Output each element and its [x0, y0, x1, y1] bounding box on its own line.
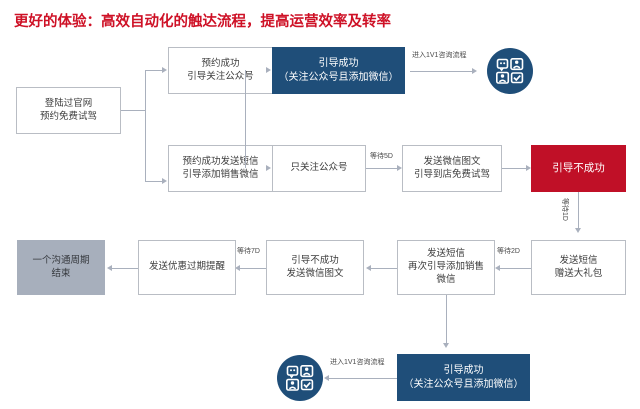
consultation-icon-bottom-circle[interactable] [277, 355, 323, 401]
node-sms-again-text: 发送短信 再次引导添加销售 微信 [405, 248, 487, 286]
connector-expire-left [112, 268, 138, 269]
edge-label-wait-1d: 等待1D [561, 198, 568, 221]
node-expire-remind-text: 发送优惠过期提醒 [146, 261, 228, 274]
consultation-icon-top-circle[interactable] [487, 48, 533, 94]
node-sms-again-line3: 微信 [436, 273, 456, 285]
connector-smsagain-down [446, 295, 447, 343]
connector-consult-bottom [329, 378, 397, 379]
node-cycle-end-line2: 结束 [51, 267, 71, 279]
node-send-article[interactable]: 发送微信图文 引导到店免费试驾 [402, 145, 502, 192]
node-start[interactable]: 登陆过官网 预约免费试驾 [16, 87, 121, 134]
node-sms-again-line1: 发送短信 [426, 248, 465, 260]
edge-label-wait-2d: 等待2D [497, 248, 520, 255]
node-book-sms[interactable]: 预约成功发送短信 引导添加销售微信 [168, 145, 273, 192]
edge-label-consult-top: 进入1V1咨询流程 [412, 52, 467, 59]
node-success-top-line2: （关注公众号且添加微信） [278, 71, 399, 83]
connector-consult-top [410, 71, 472, 72]
arrow-to-only-follow [266, 164, 271, 171]
node-expire-remind-line1: 发送优惠过期提醒 [148, 261, 225, 273]
connector-start-trunk [145, 70, 146, 181]
node-book-follow-text: 预约成功 引导关注公众号 [184, 58, 257, 84]
node-success-top-line1: 引导成功 [318, 58, 359, 69]
connector-smsagain-left [371, 268, 397, 269]
connector-sendarticle-out [502, 168, 526, 169]
node-book-follow-line2: 引导关注公众号 [187, 70, 254, 82]
connector-sendgift-left [500, 268, 531, 269]
consultation-icon [286, 365, 314, 391]
node-send-article-line1: 发送微信图文 [423, 155, 481, 167]
connector-failarticle-left [240, 268, 266, 269]
node-send-gift-line1: 发送短信 [559, 254, 598, 266]
node-fail-top-text: 引导不成功 [549, 161, 608, 175]
edge-label-wait-5d: 等待5D [370, 153, 393, 160]
arrow-consult-top [472, 67, 477, 74]
node-send-gift-text: 发送短信 赠送大礼包 [552, 255, 606, 281]
node-success-bottom-line1: 引导成功 [443, 365, 484, 376]
node-send-article-line2: 引导到店免费试驾 [413, 168, 490, 180]
arrow-consult-bottom [324, 374, 329, 381]
node-fail-article[interactable]: 引导不成功 发送微信图文 [266, 240, 364, 295]
node-book-sms-text: 预约成功发送短信 引导添加销售微信 [179, 156, 261, 182]
node-fail-top-line1: 引导不成功 [552, 162, 605, 175]
node-only-follow-line1: 只关注公众号 [290, 162, 348, 174]
connector-start-to-top [145, 70, 162, 71]
arrow-start-to-top [162, 66, 167, 73]
arrow-smsagain-down [442, 343, 449, 348]
node-expire-remind[interactable]: 发送优惠过期提醒 [138, 240, 236, 295]
connector-failtop-down [578, 192, 579, 228]
node-send-article-text: 发送微信图文 引导到店免费试驾 [411, 156, 493, 182]
node-start-line2: 预约免费试驾 [39, 110, 97, 122]
arrow-onlyfollow-out [397, 164, 402, 171]
page-title: 更好的体验：高效自动化的触达流程，提高运营效率及转率 [14, 14, 391, 30]
arrow-failtop-down [574, 228, 581, 233]
connector-merge-trunk [245, 70, 246, 168]
node-only-follow-text: 只关注公众号 [287, 162, 350, 175]
node-success-top[interactable]: 引导成功 （关注公众号且添加微信） [272, 47, 405, 94]
edge-label-consult-bottom: 进入1V1咨询流程 [330, 359, 385, 366]
node-success-bottom[interactable]: 引导成功 （关注公众号且添加微信） [397, 354, 530, 401]
node-send-gift[interactable]: 发送短信 赠送大礼包 [531, 240, 626, 295]
node-fail-article-line2: 发送微信图文 [286, 267, 344, 279]
node-success-top-text: 引导成功 （关注公众号且添加微信） [276, 57, 402, 84]
node-sms-again-line2: 再次引导添加销售 [407, 261, 484, 273]
arrow-sendarticle-out [526, 164, 531, 171]
node-book-sms-line1: 预约成功发送短信 [182, 155, 259, 167]
node-success-bottom-line2: （关注公众号且添加微信） [403, 378, 524, 390]
consultation-icon [496, 58, 524, 84]
arrow-sendgift-left [495, 264, 500, 271]
arrow-expire-left [107, 264, 112, 271]
node-start-text: 登陆过官网 预约免费试驾 [37, 98, 100, 124]
arrow-to-success-top [266, 66, 271, 73]
arrow-start-to-mid [162, 177, 167, 184]
node-fail-article-line1: 引导不成功 [291, 254, 339, 266]
node-cycle-end-text: 一个沟通周期 结束 [29, 255, 92, 281]
connector-start-to-mid [145, 181, 162, 182]
node-success-bottom-text: 引导成功 （关注公众号且添加微信） [401, 364, 527, 391]
node-fail-top[interactable]: 引导不成功 [531, 145, 626, 192]
node-cycle-end[interactable]: 一个沟通周期 结束 [17, 240, 105, 295]
edge-label-wait-7d: 等待7D [237, 248, 260, 255]
node-send-gift-line2: 赠送大礼包 [554, 267, 603, 279]
arrow-smsagain-left [366, 264, 371, 271]
node-sms-again[interactable]: 发送短信 再次引导添加销售 微信 [397, 240, 495, 295]
connector-start-out [121, 110, 145, 111]
node-only-follow[interactable]: 只关注公众号 [272, 145, 366, 192]
node-cycle-end-line1: 一个沟通周期 [32, 254, 90, 266]
node-book-follow[interactable]: 预约成功 引导关注公众号 [168, 47, 273, 94]
node-book-sms-line2: 引导添加销售微信 [182, 168, 259, 180]
connector-onlyfollow-out [366, 168, 397, 169]
node-book-follow-line1: 预约成功 [201, 57, 240, 69]
node-fail-article-text: 引导不成功 发送微信图文 [283, 255, 346, 281]
arrow-failarticle-left [235, 264, 240, 271]
node-start-line1: 登陆过官网 [44, 97, 93, 109]
